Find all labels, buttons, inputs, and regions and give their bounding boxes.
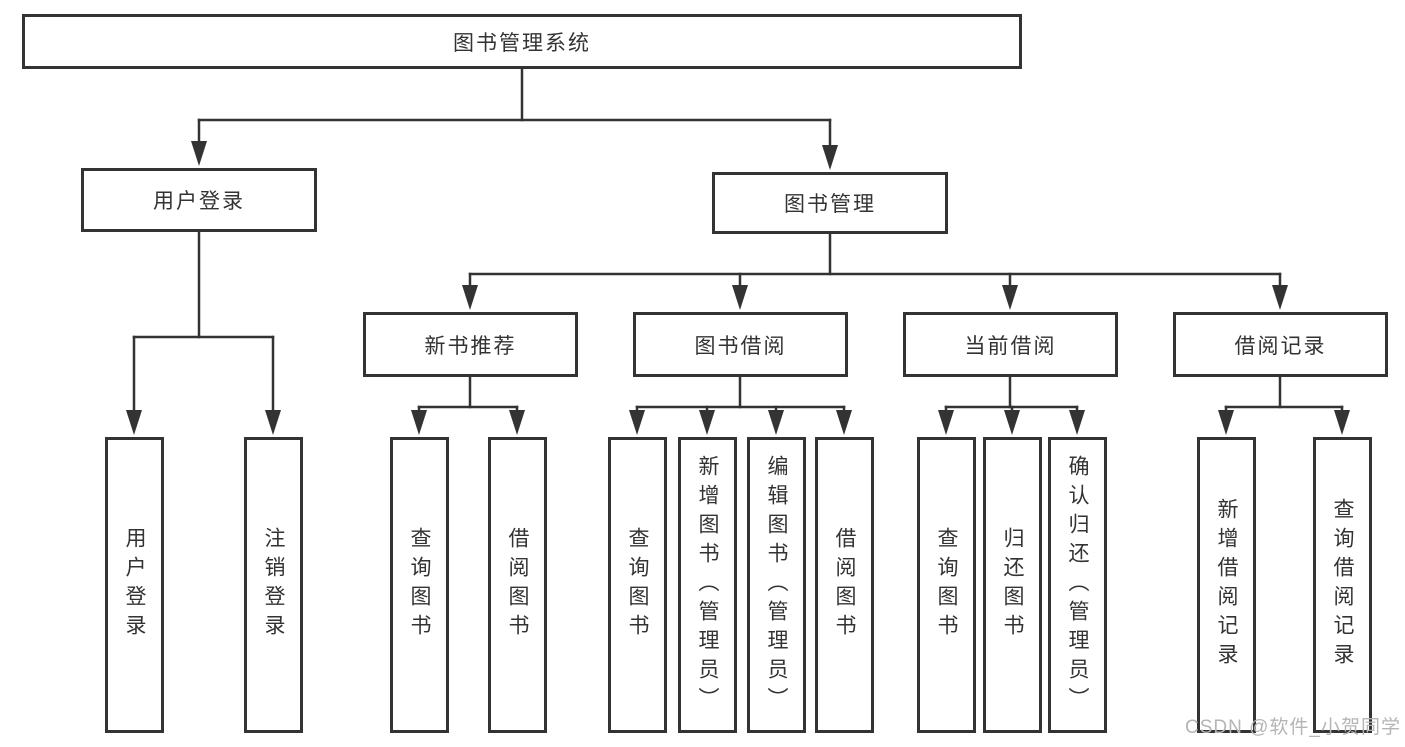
leaf-confirm-return-admin: 确认归还（管理员） — [1048, 437, 1107, 733]
node-label: 借阅图书 — [506, 527, 529, 643]
node-label: 新增借阅记录 — [1215, 498, 1238, 672]
leaf-logout: 注销登录 — [244, 437, 303, 733]
leaf-query-books-current: 查询图书 — [917, 437, 976, 733]
node-user-login: 用户登录 — [81, 168, 317, 232]
node-label: 用户登录 — [153, 190, 245, 213]
node-label: 注销登录 — [262, 527, 285, 643]
node-borrowing-records: 借阅记录 — [1173, 312, 1388, 377]
leaf-add-borrow-record: 新增借阅记录 — [1197, 437, 1256, 733]
node-label: 图书管理系统 — [453, 31, 591, 55]
csdn-watermark: CSDN @软件_小贺同学 — [1185, 717, 1401, 738]
node-label: 新书推荐 — [424, 334, 517, 358]
arrowheads — [126, 141, 1350, 435]
leaf-add-books-admin: 新增图书（管理员） — [678, 437, 737, 733]
node-label: 当前借阅 — [964, 334, 1057, 358]
leaf-edit-books-admin: 编辑图书（管理员） — [747, 437, 806, 733]
leaf-query-books-recommend: 查询图书 — [390, 437, 449, 733]
node-label: 确认归还（管理员） — [1066, 454, 1089, 716]
leaf-user-login: 用户登录 — [105, 437, 164, 733]
node-label: 图书借阅 — [694, 334, 787, 358]
node-label: 借阅图书 — [833, 527, 856, 643]
node-label: 编辑图书（管理员） — [765, 454, 788, 716]
node-label: 新增图书（管理员） — [696, 454, 719, 716]
node-label: 用户登录 — [123, 527, 146, 643]
node-label: 图书管理 — [784, 193, 876, 216]
leaf-return-books: 归还图书 — [983, 437, 1042, 733]
node-label: 查询图书 — [935, 527, 958, 643]
node-label: 查询借阅记录 — [1331, 498, 1354, 672]
leaf-borrow-books-borrowing: 借阅图书 — [815, 437, 874, 733]
node-label: 借阅记录 — [1234, 334, 1327, 358]
node-book-borrowing: 图书借阅 — [633, 312, 848, 377]
node-label: 查询图书 — [408, 527, 431, 643]
leaf-borrow-books-recommend: 借阅图书 — [488, 437, 547, 733]
node-new-book-recommendation: 新书推荐 — [363, 312, 578, 377]
node-book-management: 图书管理 — [712, 172, 948, 234]
node-library-system: 图书管理系统 — [22, 14, 1022, 69]
node-label: 查询图书 — [626, 527, 649, 643]
node-current-borrowing: 当前借阅 — [903, 312, 1118, 377]
leaf-query-borrow-record: 查询借阅记录 — [1313, 437, 1372, 733]
node-label: 归还图书 — [1001, 527, 1024, 643]
leaf-query-books-borrowing: 查询图书 — [608, 437, 667, 733]
